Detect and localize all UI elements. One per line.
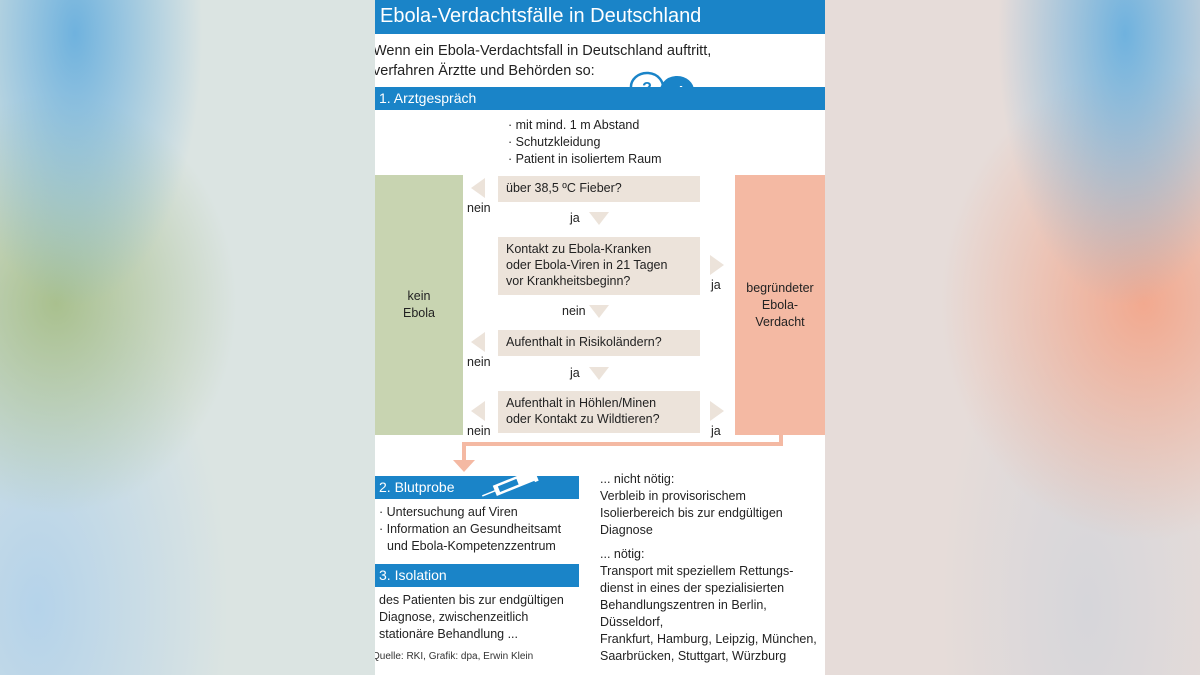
intro-line-1: Wenn ein Ebola-Verdachtsfall in Deutschl…	[375, 43, 712, 59]
needed-line-1: Transport mit speziellem Rettungs-	[600, 564, 794, 578]
label-nein-q3: nein	[467, 355, 491, 369]
section-3-line-1: des Patienten bis zur endgültigen	[379, 593, 564, 607]
bullet-isolated-room: · Patient in isoliertem Raum	[508, 152, 662, 166]
question-fever: über 38,5 ºC Fieber?	[498, 176, 700, 202]
title-bar: Ebola-Verdachtsfälle in Deutschland	[375, 0, 825, 34]
section-1-bullets: · mit mind. 1 m Abstand · Schutzkleidung…	[508, 117, 662, 168]
section-3-line-3: stationäre Behandlung ...	[379, 627, 518, 641]
result-suspected-ebola-box: begründeter Ebola- Verdacht	[735, 175, 825, 435]
arrow-down-q2	[589, 305, 609, 318]
q2-line-1: Kontakt zu Ebola-Kranken	[506, 242, 652, 256]
no-ebola-line-1: kein	[407, 289, 431, 303]
question-contact: Kontakt zu Ebola-Kranken oder Ebola-Vire…	[498, 237, 700, 295]
not-needed-line-2: Isolierbereich bis zur endgültigen	[600, 506, 783, 520]
not-needed-line-1: Verbleib in provisorischem	[600, 489, 746, 503]
result-no-ebola-box: kein Ebola	[375, 175, 463, 435]
not-needed-heading: ... nicht nötig:	[600, 472, 675, 486]
source-credit: Quelle: RKI, Grafik: dpa, Erwin Klein	[375, 651, 534, 662]
section-1-bar: 1. Arztgespräch	[375, 87, 825, 110]
label-nein-q1: nein	[467, 201, 491, 215]
suspected-line-2: Ebola-	[761, 297, 799, 312]
needed-heading: ... nötig:	[600, 547, 645, 561]
connector-arrow	[453, 434, 783, 472]
q2-line-2: oder Ebola-Viren in 21 Tagen	[506, 258, 668, 272]
label-ja-q2: ja	[711, 278, 721, 292]
label-nein-q4: nein	[467, 424, 491, 438]
label-ja-q1: ja	[570, 211, 580, 225]
label-ja-q3: ja	[570, 366, 580, 380]
arrow-left-q3	[471, 332, 485, 352]
needed-line-2: dienst in eines der spezialisierten	[600, 581, 785, 595]
page-title: Ebola-Verdachtsfälle in Deutschland	[380, 5, 702, 27]
arrow-right-q4	[710, 401, 724, 421]
syringe-icon	[482, 464, 552, 497]
background-right	[825, 0, 1200, 675]
label-ja-q4: ja	[711, 424, 721, 438]
bullet-distance: · mit mind. 1 m Abstand	[508, 118, 640, 132]
needed-line-4: Frankfurt, Hamburg, Leipzig, München,	[600, 632, 817, 646]
intro-text: Wenn ein Ebola-Verdachtsfall in Deutschl…	[375, 41, 793, 81]
background-left	[0, 0, 375, 675]
bullet-protective-clothing: · Schutzkleidung	[508, 135, 601, 149]
question-risk-countries: Aufenthalt in Risikoländern?	[498, 330, 700, 356]
q4-line-2: oder Kontakt zu Wildtieren?	[506, 412, 660, 426]
needed-line-5: Saarbrücken, Stuttgart, Würzburg	[600, 649, 787, 663]
section-2-bullet-2b: und Ebola-Kompetenzzentrum	[387, 539, 556, 553]
question-caves-wildlife: Aufenthalt in Höhlen/Minen oder Kontakt …	[498, 391, 700, 433]
label-nein-q2: nein	[562, 304, 586, 318]
not-needed-line-3: Diagnose	[600, 523, 653, 537]
section-2-label: 2. Blutprobe	[379, 479, 455, 495]
infographic-panel: Ebola-Verdachtsfälle in Deutschland Wenn…	[375, 0, 825, 675]
section-1-label: 1. Arztgespräch	[379, 90, 477, 106]
intro-line-2: verfahren Ärztte und Behörden so:	[375, 63, 595, 79]
arrow-right-q2	[710, 255, 724, 275]
not-needed-block: ... nicht nötig: Verbleib in provisorisc…	[600, 471, 783, 539]
section-2-content: · Untersuchung auf Viren · Information a…	[379, 504, 561, 555]
section-3-content: des Patienten bis zur endgültigen Diagno…	[379, 592, 564, 643]
suspected-line-3: Verdacht	[755, 314, 805, 329]
section-2-bullet-2a: · Information an Gesundheitsamt	[379, 522, 562, 536]
q4-line-1: Aufenthalt in Höhlen/Minen	[506, 396, 657, 410]
section-2-bullet-1: · Untersuchung auf Viren	[379, 505, 518, 519]
q2-line-3: vor Krankheitsbeginn?	[506, 274, 631, 288]
no-ebola-line-2: Ebola	[403, 306, 435, 320]
suspected-line-1: begründeter	[746, 280, 814, 295]
arrow-left-q4	[471, 401, 485, 421]
arrow-down-q1	[589, 212, 609, 225]
needed-block: ... nötig: Transport mit speziellem Rett…	[600, 546, 825, 665]
section-3-line-2: Diagnose, zwischenzeitlich	[379, 610, 529, 624]
arrow-left-q1	[471, 178, 485, 198]
arrow-down-q3	[589, 367, 609, 380]
section-3-label: 3. Isolation	[379, 567, 447, 583]
section-3-bar: 3. Isolation	[375, 564, 579, 587]
needed-line-3: Behandlungszentren in Berlin, Düsseldorf…	[600, 598, 767, 629]
